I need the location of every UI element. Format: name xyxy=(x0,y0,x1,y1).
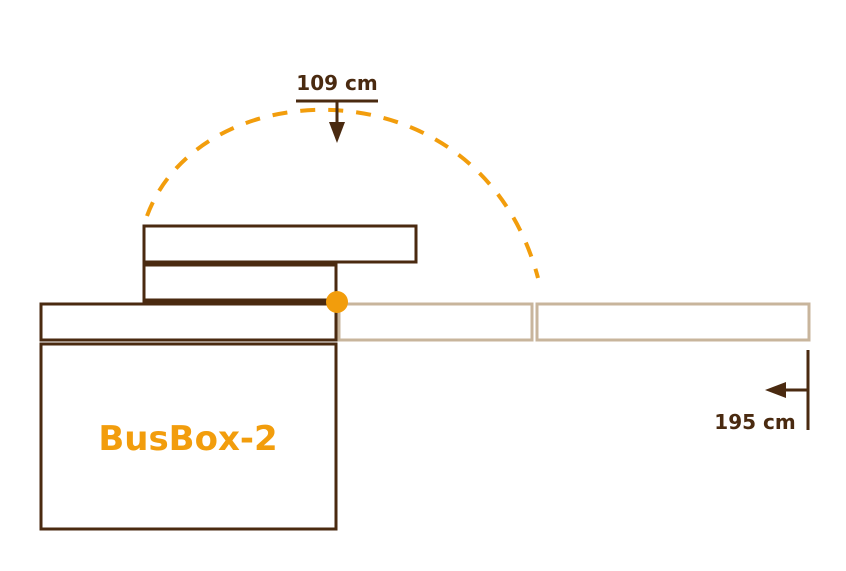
product-name-label: BusBox-2 xyxy=(98,419,277,459)
base-top-plate xyxy=(39,302,338,342)
base-box-body xyxy=(39,342,338,531)
length-arrow-left-icon xyxy=(765,382,786,398)
extension-panel-1 xyxy=(337,302,534,342)
extension-panel-2 xyxy=(535,302,811,342)
lid-top-panel xyxy=(142,224,418,264)
lid-swing-arc xyxy=(145,107,540,279)
lid-middle-panel xyxy=(142,263,338,303)
hinge-pivot-dot xyxy=(326,291,348,313)
height-arrow-down-icon xyxy=(329,122,345,143)
length-dimension-label: 195 cm xyxy=(714,410,795,434)
height-dimension-label: 109 cm xyxy=(296,71,377,95)
